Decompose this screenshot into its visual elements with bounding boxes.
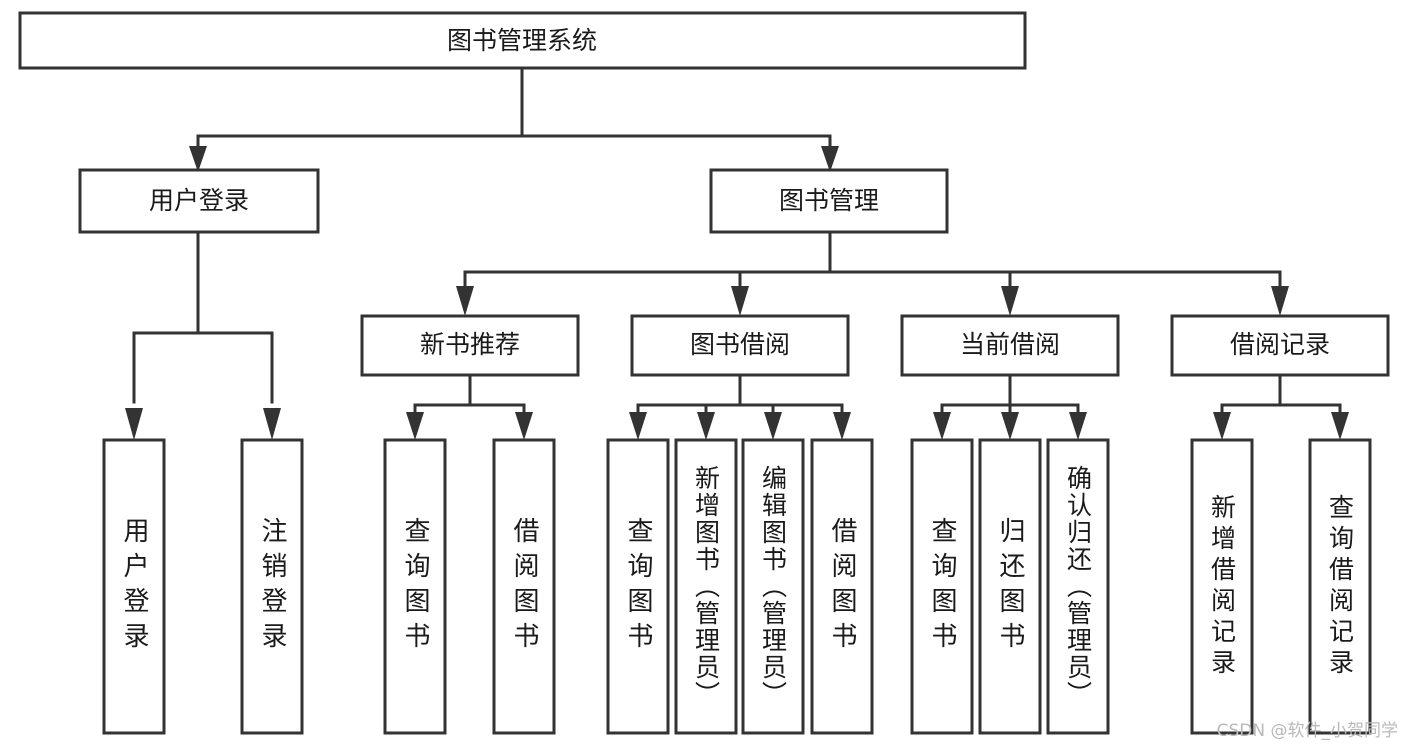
node-leaf-query-book-1[interactable]	[383, 438, 447, 735]
arrow-head-leaf-edit-book	[764, 412, 782, 440]
arrow-head-leaf-user-login	[125, 408, 143, 440]
node-leaf-return-book[interactable]	[978, 438, 1042, 735]
node-user-login[interactable]: 用户登录	[78, 168, 320, 234]
node-user-login-label: 用户登录	[149, 186, 249, 215]
node-leaf-query-book-2-box[interactable]	[606, 438, 670, 735]
arrow-head-leaf-query-book-1	[406, 412, 424, 440]
node-borrow-record[interactable]: 借阅记录	[1170, 314, 1390, 377]
node-leaf-query-book-3-box[interactable]	[910, 438, 974, 735]
node-book-manage[interactable]: 图书管理	[709, 168, 949, 234]
node-leaf-add-book-box[interactable]	[674, 438, 738, 735]
node-new-book-recommend-label: 新书推荐	[420, 330, 520, 359]
node-book-borrow-label: 图书借阅	[690, 330, 790, 359]
node-leaf-edit-book[interactable]	[741, 438, 805, 735]
node-leaf-user-logout-box[interactable]	[240, 438, 304, 735]
node-leaf-user-login[interactable]	[102, 438, 166, 735]
node-leaf-borrow-book-1[interactable]	[492, 438, 556, 735]
node-leaf-user-logout[interactable]	[240, 438, 304, 735]
node-leaf-query-record[interactable]	[1308, 438, 1372, 735]
node-borrow-record-label: 借阅记录	[1230, 330, 1330, 359]
arrow-head-leaf-user-logout	[263, 408, 281, 440]
arrow-head-leaf-borrow-book-2	[833, 412, 851, 440]
node-leaf-add-book[interactable]	[674, 438, 738, 735]
arrow-head-new-book-recommend	[456, 286, 474, 316]
arrow-head-borrow-record	[1271, 286, 1289, 316]
node-book-borrow-box[interactable]	[630, 314, 850, 377]
arrow-head-book-borrow	[731, 286, 749, 316]
node-new-book-recommend[interactable]: 新书推荐	[360, 314, 580, 377]
node-book-manage-label: 图书管理	[779, 186, 879, 215]
node-leaf-borrow-book-2-box[interactable]	[810, 438, 874, 735]
arrow-head-leaf-confirm-return	[1069, 412, 1087, 440]
node-root-label: 图书管理系统	[447, 26, 597, 55]
arrow-head-leaf-return-book	[1001, 412, 1019, 440]
node-current-borrow[interactable]: 当前借阅	[900, 314, 1120, 377]
arrow-head-leaf-query-book-2	[629, 412, 647, 440]
node-root-box[interactable]	[18, 11, 1027, 70]
node-current-borrow-box[interactable]	[900, 314, 1120, 377]
arrow-head-leaf-add-record	[1213, 412, 1231, 440]
arrow-head-leaf-borrow-book-1	[515, 412, 533, 440]
node-leaf-user-login-box[interactable]	[102, 438, 166, 735]
node-leaf-borrow-book-1-box[interactable]	[492, 438, 556, 735]
arrow-head-leaf-add-book	[697, 412, 715, 440]
arrow-head-leaf-query-record	[1331, 412, 1349, 440]
node-new-book-recommend-box[interactable]	[360, 314, 580, 377]
node-borrow-record-box[interactable]	[1170, 314, 1390, 377]
arrow-head-leaf-query-book-3	[933, 412, 951, 440]
node-root[interactable]: 图书管理系统	[18, 11, 1027, 70]
node-leaf-confirm-return-box[interactable]	[1046, 438, 1110, 735]
node-leaf-query-book-2[interactable]	[606, 438, 670, 735]
node-current-borrow-label: 当前借阅	[960, 330, 1060, 359]
node-leaf-query-book-3[interactable]	[910, 438, 974, 735]
node-leaf-query-record-box[interactable]	[1308, 438, 1372, 735]
node-leaf-add-record-box[interactable]	[1190, 438, 1254, 735]
node-leaf-edit-book-box[interactable]	[741, 438, 805, 735]
node-book-manage-box[interactable]	[709, 168, 949, 234]
node-leaf-return-book-box[interactable]	[978, 438, 1042, 735]
node-leaf-query-book-1-box[interactable]	[383, 438, 447, 735]
node-leaf-borrow-book-2[interactable]	[810, 438, 874, 735]
node-leaf-confirm-return[interactable]	[1046, 438, 1110, 735]
arrow-head-current-borrow	[1001, 286, 1019, 316]
arrow-head-user-login	[189, 146, 207, 172]
node-book-borrow[interactable]: 图书借阅	[630, 314, 850, 377]
connector-layer	[125, 66, 1349, 440]
node-leaf-add-record[interactable]	[1190, 438, 1254, 735]
node-user-login-box[interactable]	[78, 168, 320, 234]
arrow-head-book-manage	[821, 146, 839, 172]
